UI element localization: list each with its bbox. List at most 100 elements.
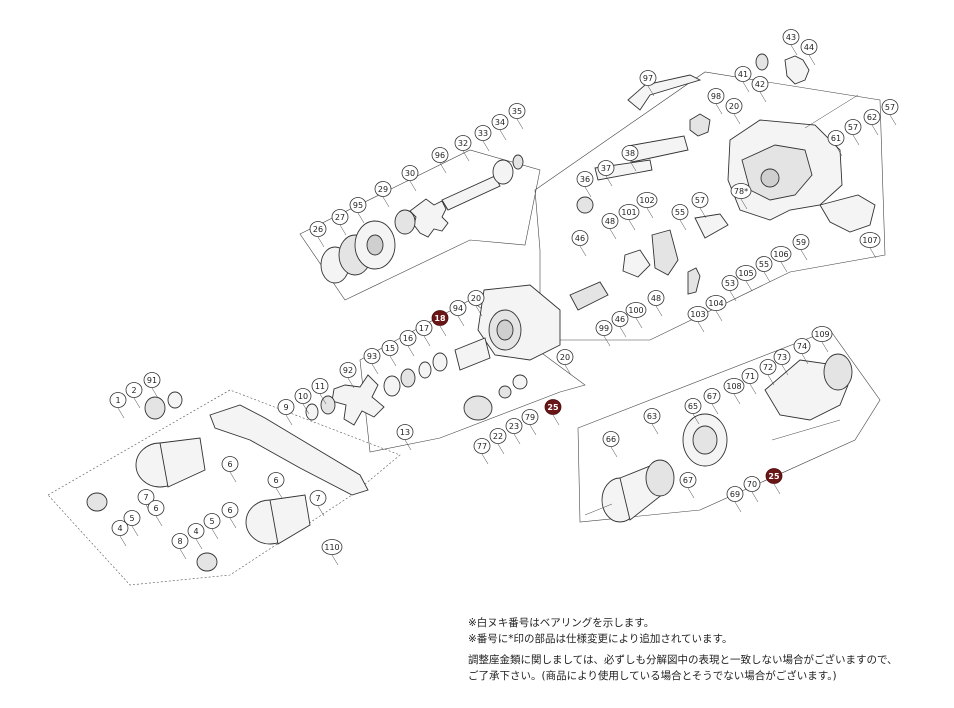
part-label-94: 94 xyxy=(449,300,467,316)
leader-line xyxy=(629,160,637,172)
leader-line xyxy=(711,403,719,415)
part-label-91: 91 xyxy=(143,372,161,388)
part-label-text: 109 xyxy=(814,330,829,339)
part-label-8: 8 xyxy=(171,533,189,549)
part-label-text: 46 xyxy=(575,234,585,243)
part-label-bubble xyxy=(143,372,161,388)
leader-line xyxy=(439,325,447,337)
part-label-bubble xyxy=(294,388,312,404)
leader-line xyxy=(302,403,310,415)
leader-line xyxy=(211,528,219,540)
part-label-bubble xyxy=(755,256,773,272)
leader-line xyxy=(759,91,767,103)
part-label-bubble xyxy=(309,490,327,506)
part-label-text: 99 xyxy=(599,324,609,333)
part-label-text: 6 xyxy=(153,504,158,513)
part-label-bubble xyxy=(793,338,811,354)
leader-line xyxy=(687,487,695,499)
part-label-bubble xyxy=(203,513,221,529)
part-label-33: 33 xyxy=(474,125,492,141)
part-label-text: 94 xyxy=(453,304,463,313)
leader-line xyxy=(715,310,723,322)
part-label-bubble xyxy=(703,388,721,404)
part-label-17: 17 xyxy=(415,320,433,336)
part-label-text: 110 xyxy=(324,543,339,552)
leader-line xyxy=(647,85,655,97)
part-label-72: 72 xyxy=(759,359,777,375)
part-label-text: 107 xyxy=(862,236,877,245)
part-label-bubble xyxy=(267,472,285,488)
part-label-bubble xyxy=(474,125,492,141)
part-label-bubble xyxy=(773,349,791,365)
part-label-text: 11 xyxy=(315,382,325,391)
part-label-bubble xyxy=(221,502,239,518)
part-label-text: 6 xyxy=(227,506,232,515)
part-label-32: 32 xyxy=(454,135,472,151)
part-label-bubble xyxy=(396,424,414,440)
part-label-bubble xyxy=(349,197,367,213)
part-label-55: 55 xyxy=(671,204,689,220)
part-label-38: 38 xyxy=(621,145,639,161)
part-label-text: 98 xyxy=(711,92,721,101)
leader-line xyxy=(780,261,788,273)
note-washer-2: ご了承下さい。(商品により使用している場合とそうでない場合がございます。) xyxy=(468,669,837,682)
part-label-97: 97 xyxy=(639,70,657,86)
part-label-5: 5 xyxy=(123,510,141,526)
part-label-bubble xyxy=(687,306,709,322)
leader-line xyxy=(734,501,742,513)
part-label-bubble xyxy=(111,520,129,536)
leader-line xyxy=(852,134,860,146)
part-label-text: 2 xyxy=(131,386,136,395)
part-label-bubble xyxy=(602,431,620,447)
part-label-bubble xyxy=(381,340,399,356)
leader-line xyxy=(357,212,365,224)
part-label-text: 6 xyxy=(227,460,232,469)
leader-line xyxy=(347,377,355,389)
part-label-7: 7 xyxy=(137,489,155,505)
part-label-bubble xyxy=(735,265,757,281)
part-label-67: 67 xyxy=(679,472,697,488)
part-label-bubble xyxy=(679,472,697,488)
part-label-text: 93 xyxy=(367,352,377,361)
part-label-61: 61 xyxy=(827,130,845,146)
part-label-text: 46 xyxy=(615,315,625,324)
part-label-7: 7 xyxy=(309,490,327,506)
part-label-text: 20 xyxy=(729,102,739,111)
leader-line xyxy=(821,341,829,353)
part-label-bubble xyxy=(431,310,449,326)
part-label-text: 25 xyxy=(768,472,780,481)
part-label-text: 63 xyxy=(647,412,657,421)
part-label-bubble xyxy=(311,378,329,394)
part-label-9: 9 xyxy=(277,399,295,415)
part-label-102: 102 xyxy=(636,192,658,208)
leader-line xyxy=(692,413,700,425)
leader-line xyxy=(119,535,127,547)
part-label-bubble xyxy=(544,399,562,415)
part-label-22: 22 xyxy=(489,428,507,444)
part-label-104: 104 xyxy=(705,295,727,311)
part-label-text: 20 xyxy=(560,353,570,362)
part-label-bubble xyxy=(431,147,449,163)
part-label-107: 107 xyxy=(859,232,881,248)
part-label-text: 108 xyxy=(726,382,741,391)
part-label-bubble xyxy=(147,500,165,516)
part-label-text: 23 xyxy=(509,422,519,431)
leader-line xyxy=(179,548,187,560)
part-label-53: 53 xyxy=(721,275,739,291)
part-label-69: 69 xyxy=(726,486,744,502)
part-label-text: 38 xyxy=(625,149,635,158)
part-label-bubble xyxy=(363,348,381,364)
part-label-62: 62 xyxy=(863,109,881,125)
part-label-text: 43 xyxy=(786,33,796,42)
part-label-bubble xyxy=(684,398,702,414)
leader-line xyxy=(423,335,431,347)
part-label-74: 74 xyxy=(793,338,811,354)
leader-line xyxy=(697,321,705,333)
part-label-text: 25 xyxy=(547,403,559,412)
part-label-text: 55 xyxy=(675,208,685,217)
leader-line xyxy=(610,446,618,458)
part-label-6: 6 xyxy=(267,472,285,488)
leader-line xyxy=(229,517,237,529)
part-label-73: 73 xyxy=(773,349,791,365)
leader-line xyxy=(285,414,293,426)
